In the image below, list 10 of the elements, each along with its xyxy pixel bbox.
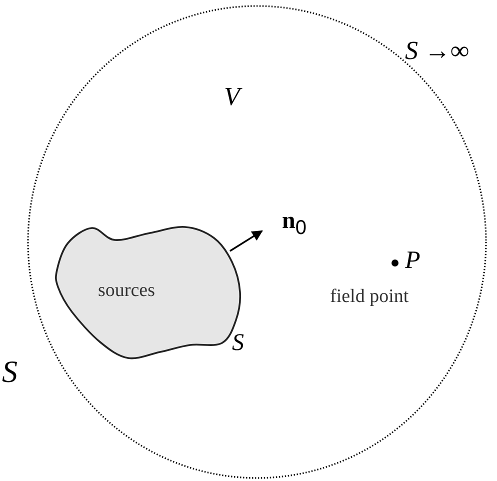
region-label: sources	[98, 281, 155, 300]
point-label: P	[405, 248, 420, 273]
point-caption: field point	[330, 287, 409, 306]
surface-label: S	[232, 331, 244, 355]
vector-label: n$_{0}$	[282, 209, 306, 238]
boundary-circle	[27, 5, 487, 479]
source-region	[55, 225, 243, 361]
volume-label: V	[224, 84, 240, 110]
surface-label: S →∞	[405, 38, 470, 64]
surface-label: S	[2, 356, 18, 387]
